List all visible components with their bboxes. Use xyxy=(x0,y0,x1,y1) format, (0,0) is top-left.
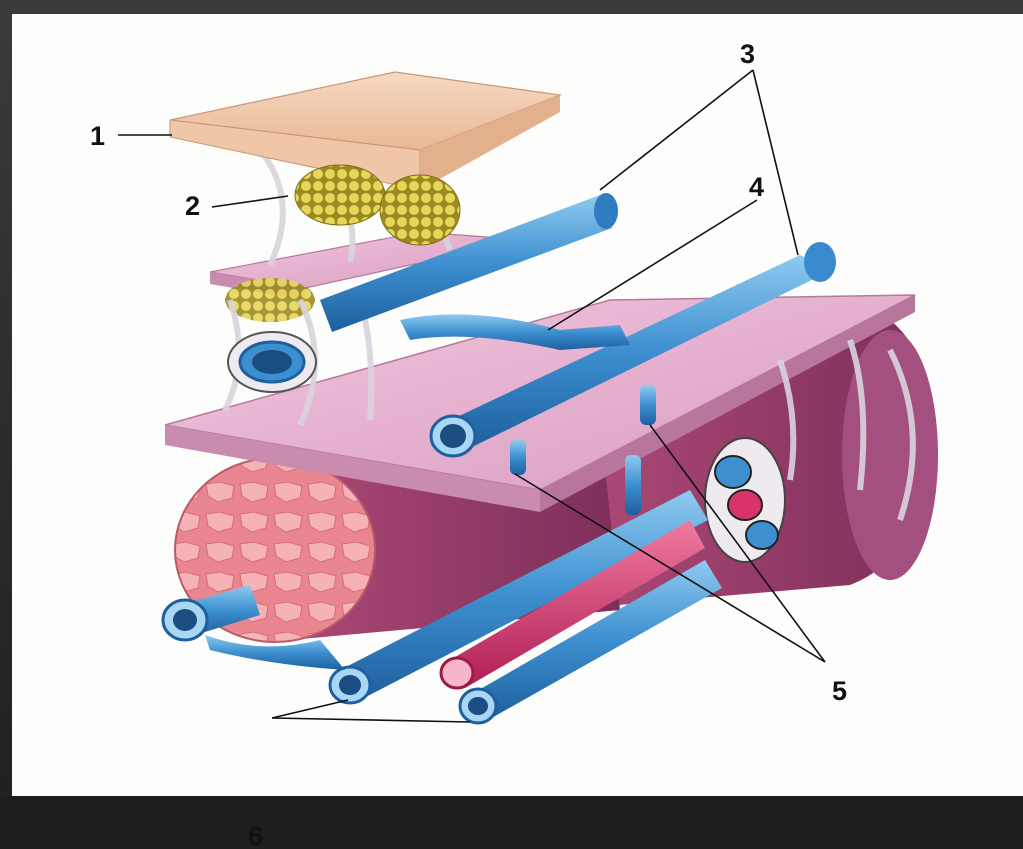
label-5: 5 xyxy=(832,676,847,706)
label-6: 6 xyxy=(248,821,263,849)
label-2: 2 xyxy=(185,191,200,221)
label-4: 4 xyxy=(749,172,764,202)
vein-cross-section-left xyxy=(228,332,316,392)
label-1: 1 xyxy=(90,121,105,151)
label-3: 3 xyxy=(740,39,755,69)
neurovascular-cross-section xyxy=(705,438,785,562)
